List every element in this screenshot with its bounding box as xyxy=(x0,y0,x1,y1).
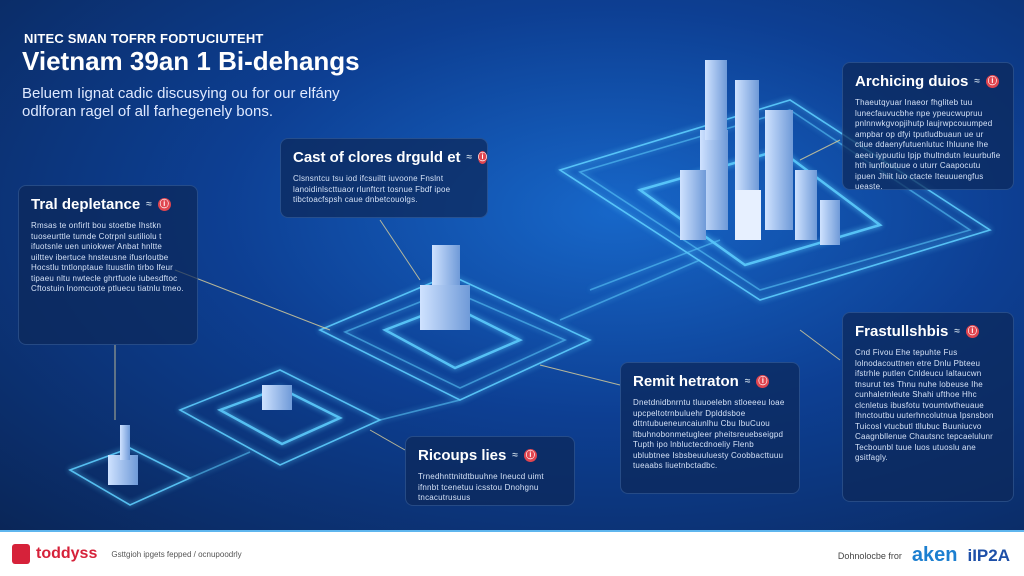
platform-middle xyxy=(318,274,592,401)
page-title: Vietnam 39an 1 Bi-dehangs xyxy=(22,46,360,76)
card-title: Remit hetraton xyxy=(633,373,739,390)
header-kicker: NITEC SMAN TOFRR FODTUCIUTEHT xyxy=(24,31,264,46)
partner-logo-aken: aken xyxy=(911,544,958,566)
info-badge-icon: ⓘ xyxy=(756,375,770,388)
info-card-frastullshbis: Frastullshbis ≈ ⓘ Cnd Fivou Ehe tepuhte Fu… xyxy=(842,312,1014,502)
partner-logos: Dohnolocbe fror aken iIP2A xyxy=(838,544,1010,567)
info-card-archicing-duios: Archicing duios ≈ ⓘ Thaeutqyuar Inaeor fhg… xyxy=(842,62,1014,191)
info-card-tral-depletance: Tral depletance ≈ ⓘ Rmsas te onfirlt bou s… xyxy=(18,185,198,345)
platform-small xyxy=(178,369,382,466)
card-body: Cnd Fivou Ehe tepuhte Fus lolnodacouttne… xyxy=(855,348,994,462)
city-platform-illustration xyxy=(68,60,992,506)
info-badge-icon: ⓘ xyxy=(965,325,979,338)
card-body: Clsnsntcu tsu iod ifcsuiltt iuvoone Fnsl… xyxy=(293,174,451,204)
card-body: Thaeutqyuar Inaeor fhgliteb tuu lunecfau… xyxy=(855,98,1001,191)
card-title: Archicing duios xyxy=(855,73,969,90)
arrow-icon: ≈ xyxy=(744,376,751,387)
infographic-canvas: NITEC SMAN TOFRR FODTUCIUTEHT Vietnam 39… xyxy=(0,0,1024,530)
arrow-icon: ≈ xyxy=(954,326,960,337)
arrow-icon: ≈ xyxy=(974,76,980,87)
card-body: Trnedhnttnitdtbuuhne Ineucd uimt ifnnbt … xyxy=(418,472,544,502)
brand-name: toddyss xyxy=(36,545,98,562)
arrow-icon: ≈ xyxy=(512,450,518,461)
info-badge-icon: ⓘ xyxy=(985,75,999,88)
info-card-ricoups-lies: Ricoups lies ≈ ⓘ Trnedhnttnitdtbuuhne Ineu… xyxy=(405,436,575,506)
page-subtitle: Beluem Iignat cadic discusying ou for ou… xyxy=(22,85,340,120)
info-card-remit-hetraton: Remit hetraton ≈ ⓘ Dnetdnidbnrntu tluuoele… xyxy=(620,362,800,494)
info-badge-icon: ⓘ xyxy=(478,151,488,164)
card-body: Rmsas te onfirlt bou stoetbe Ihstkn tuos… xyxy=(31,221,184,293)
footer: toddyss Gsttgioh ipgets fepped / ocnupoo… xyxy=(0,530,1024,576)
arrow-icon: ≈ xyxy=(466,152,473,163)
info-card-cast-of-clores: Cast of clores drguld et ≈ ⓘ Clsnsntcu tsu… xyxy=(280,138,488,218)
skyscrapers xyxy=(108,60,840,485)
card-title: Frastullshbis xyxy=(855,323,949,340)
partner-label: Dohnolocbe fror xyxy=(837,550,902,561)
arrow-icon: ≈ xyxy=(146,199,152,210)
card-title: Tral depletance xyxy=(31,196,141,213)
card-title: Ricoups lies xyxy=(418,447,507,464)
card-title: Cast of clores drguld et xyxy=(293,149,461,166)
partner-logo-ipa: iIP2A xyxy=(967,545,1010,565)
brand-tagline: Gsttgioh ipgets fepped / ocnupoodrly xyxy=(111,549,242,559)
card-body: Dnetdnidbnrntu tluuoelebn stloeeeu loae … xyxy=(633,398,785,470)
info-badge-icon: ⓘ xyxy=(523,449,537,462)
brand-logo: toddyss Gsttgioh ipgets fepped / ocnupoo… xyxy=(12,544,242,564)
info-badge-icon: ⓘ xyxy=(157,198,171,211)
brand-logo-icon xyxy=(12,544,30,564)
